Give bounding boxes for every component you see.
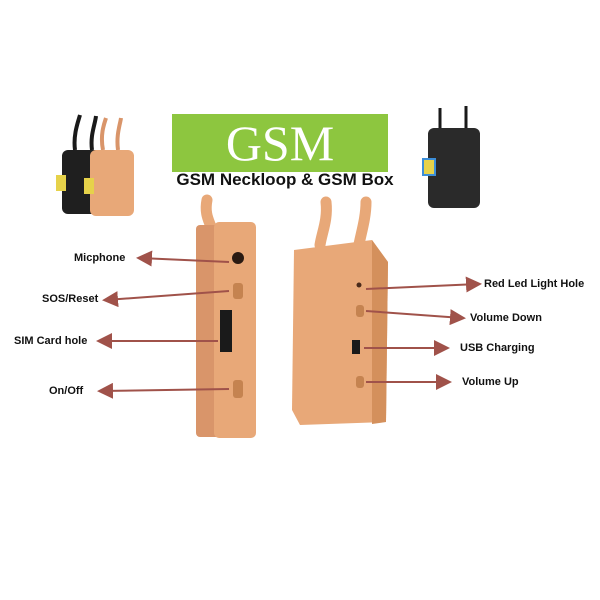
arrow-red-led <box>365 276 482 293</box>
thumbnail-right-device <box>422 106 480 208</box>
device-angle-view <box>292 196 388 425</box>
page-subtitle: GSM Neckloop & GSM Box <box>176 170 394 189</box>
label-sim-card-hole: SIM Card hole <box>14 335 88 347</box>
arrow-on-off <box>97 382 230 399</box>
label-micphone: Micphone <box>74 252 126 264</box>
device-side-view <box>196 194 256 438</box>
arrow-sos-reset <box>102 290 230 308</box>
label-volume-up: Volume Up <box>462 376 519 388</box>
label-on-off: On/Off <box>49 385 84 397</box>
title-banner: GSM <box>172 114 388 172</box>
label-red-led-light-hole: Red Led Light Hole <box>484 278 585 290</box>
thumbnail-left-devices <box>56 114 134 216</box>
label-usb-charging: USB Charging <box>460 342 535 354</box>
arrow-micphone <box>136 250 230 267</box>
arrow-volume-down <box>365 309 466 326</box>
label-volume-down: Volume Down <box>470 312 542 324</box>
banner-title: GSM <box>225 115 335 171</box>
label-sos-reset: SOS/Reset <box>42 293 99 305</box>
